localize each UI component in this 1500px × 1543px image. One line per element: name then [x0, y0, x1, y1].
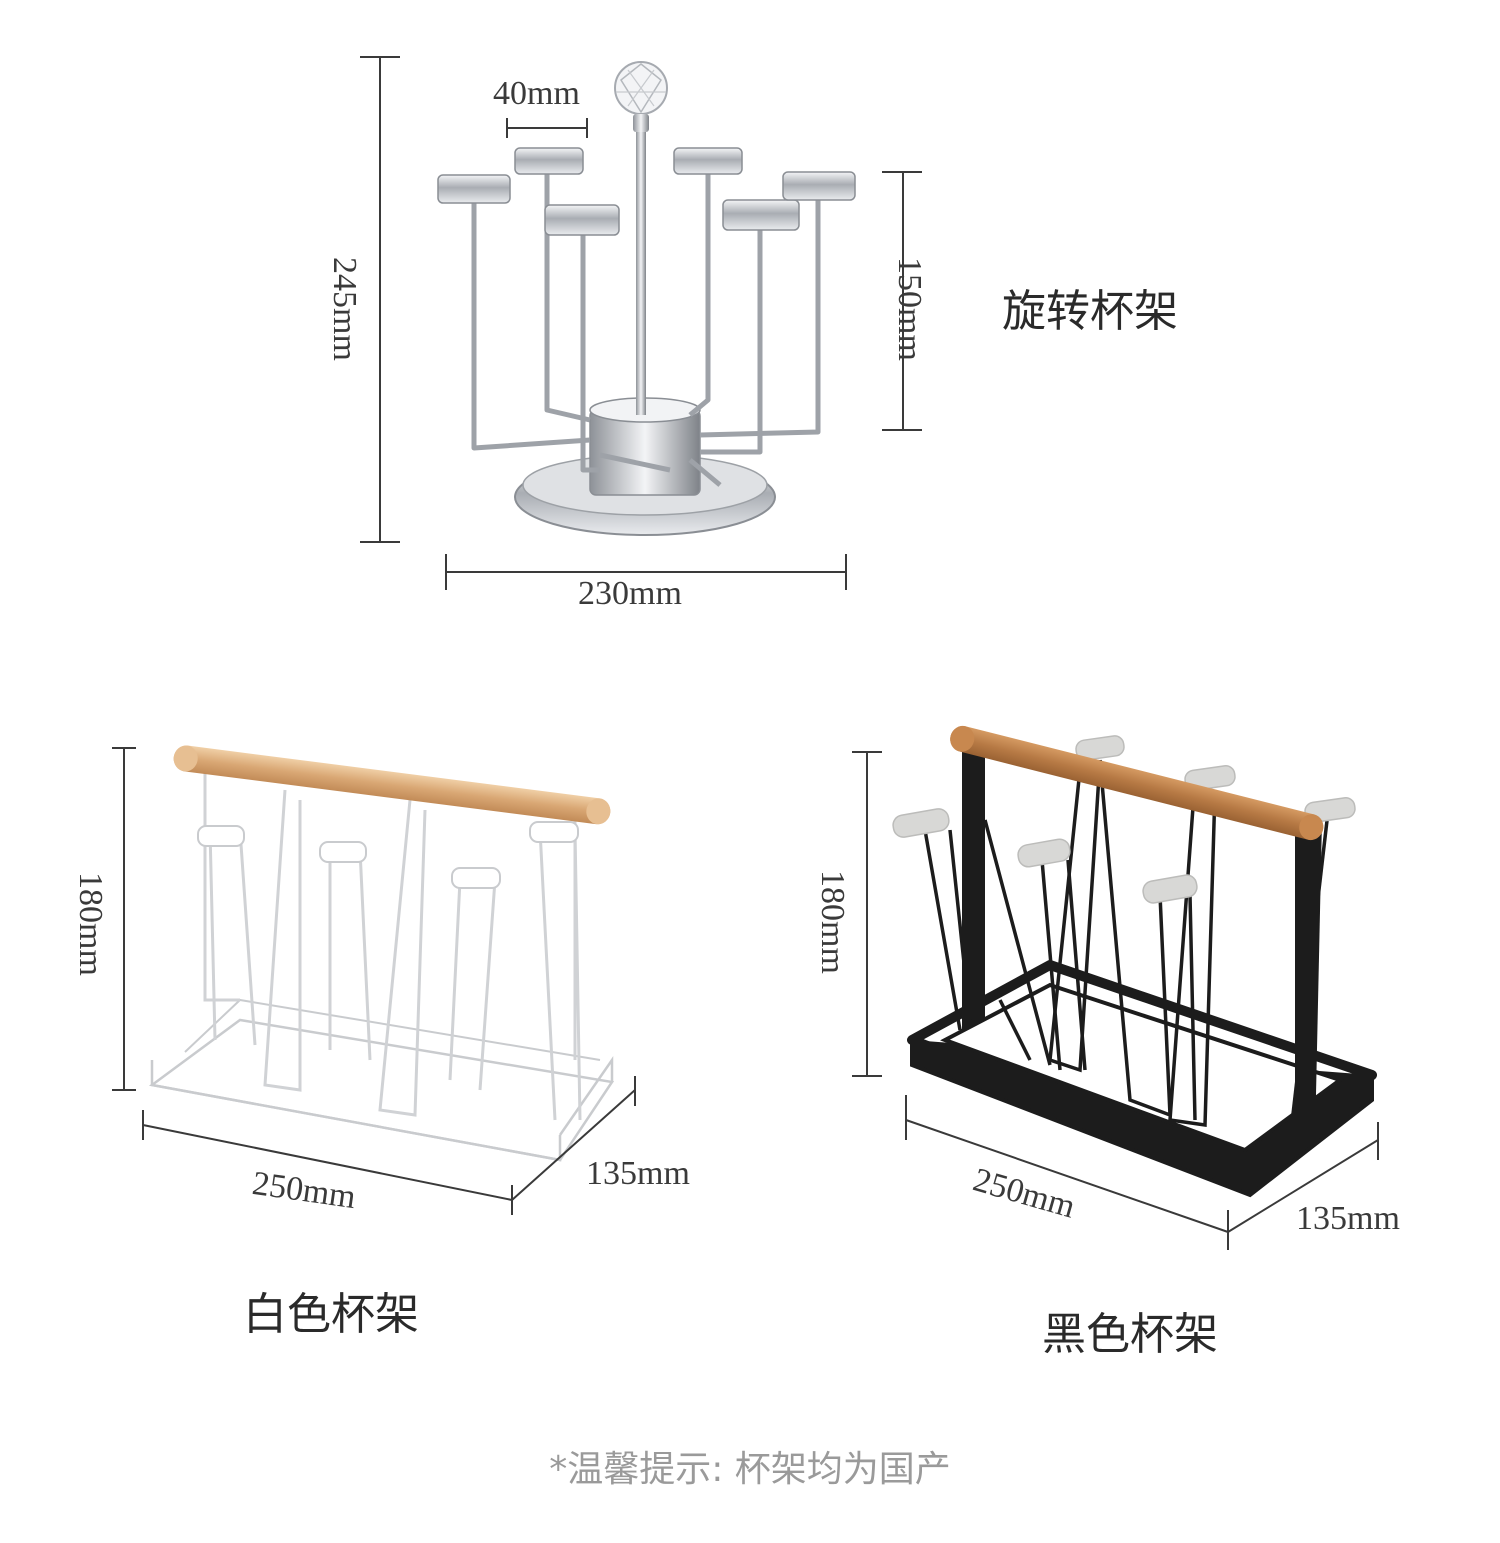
white-rack-name: 白色杯架 [243, 1289, 419, 1340]
rotating-rack-name: 旋转杯架 [1002, 286, 1178, 337]
rotating-arm-height-150-label: 150mm [890, 257, 928, 361]
dimension-lines [112, 56, 1379, 1250]
rotating-rack-illustration [437, 61, 856, 536]
origin-note: *温馨提示: 杯架均为国产 [549, 1449, 951, 1490]
black-rack-name: 黑色杯架 [1042, 1309, 1218, 1360]
rotating-height-245-label: 245mm [325, 257, 363, 361]
white-depth-135-label: 135mm [586, 1155, 690, 1192]
white-height-180-label: 180mm [71, 872, 109, 976]
rotating-width-40-label: 40mm [493, 75, 580, 112]
black-height-180-label: 180mm [813, 870, 851, 974]
white-rack-illustration [148, 745, 615, 1162]
black-rack-illustration [892, 725, 1377, 1198]
rotating-width-230-label: 230mm [578, 575, 682, 612]
black-depth-135-label: 135mm [1296, 1200, 1400, 1237]
